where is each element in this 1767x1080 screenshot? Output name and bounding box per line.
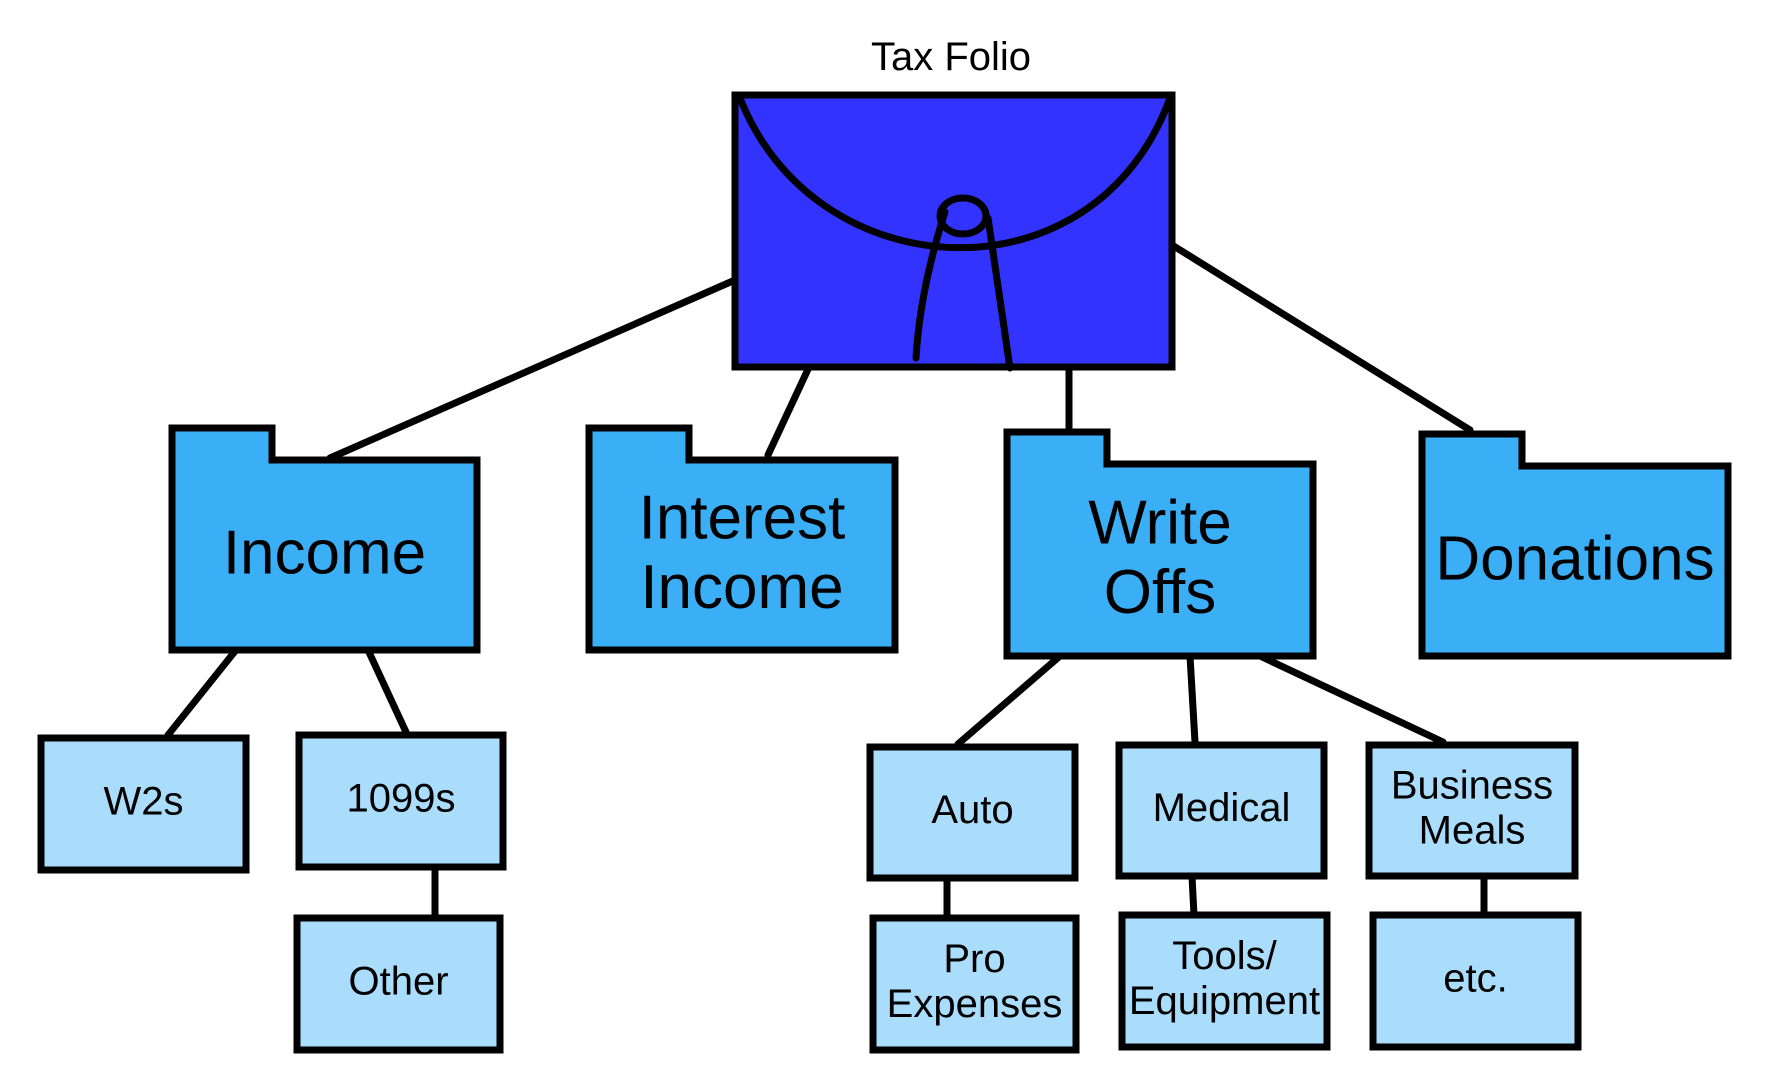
box-medical[interactable]: Medical <box>1115 741 1328 880</box>
box-shape <box>37 734 250 874</box>
folder-write-offs-label-line: Offs <box>1104 558 1217 627</box>
folder-income-label-line: Income <box>223 518 426 587</box>
connectors <box>164 241 1488 922</box>
box-other-label-line: Other <box>348 959 448 1003</box>
box-etc[interactable]: etc. <box>1369 911 1582 1051</box>
connector-income-w2s <box>164 646 240 739</box>
box-tools-equipment-label-line: Equipment <box>1129 979 1320 1023</box>
connector-write-offs-medical <box>1186 652 1199 746</box>
box-pro-expenses-label-line: Expenses <box>887 982 1063 1026</box>
folder-icon <box>168 424 481 654</box>
box-shape <box>1118 911 1331 1051</box>
folder-income[interactable]: Income <box>168 424 481 654</box>
folio-string-right <box>984 214 1014 372</box>
folder-icon <box>1418 430 1732 660</box>
box-1099s-label-line: 1099s <box>347 776 456 820</box>
box-etc-label-line: etc. <box>1443 956 1507 1000</box>
box-tools-equipment-label-line: Tools/ <box>1172 934 1277 978</box>
folio-string-left <box>912 208 949 362</box>
box-w2s[interactable]: W2s <box>37 734 250 874</box>
box-other[interactable]: Other <box>293 914 504 1054</box>
connector-folio-income <box>326 276 739 462</box>
connector-folio-interest-income <box>764 361 814 459</box>
box-auto[interactable]: Auto <box>866 743 1079 882</box>
folder-write-offs-label-line: Write <box>1088 489 1232 558</box>
box-shape <box>866 743 1079 882</box>
box-medical-label-line: Medical <box>1153 786 1291 830</box>
box-tools-equipment[interactable]: Tools/Equipment <box>1118 911 1331 1051</box>
connector-medical-tools-equipment <box>1188 872 1198 919</box>
box-business-meals-label-line: Meals <box>1419 808 1526 852</box>
box-pro-expenses-label-line: Pro <box>943 937 1005 981</box>
box-shape <box>1115 741 1328 880</box>
folder-interest-income-label-line: Income <box>640 553 843 622</box>
folder-donations-label-line: Donations <box>1435 524 1714 593</box>
folio-flap <box>736 94 1174 252</box>
tax-folio-title: Tax Folio <box>871 35 1031 79</box>
connector-write-offs-auto <box>954 652 1064 748</box>
box-shape <box>1369 911 1582 1051</box>
box-shape <box>1365 741 1579 880</box>
box-shape <box>293 914 504 1054</box>
connector-write-offs-business-meals <box>1256 652 1447 746</box>
box-business-meals-label-line: Business <box>1391 764 1553 808</box>
box-w2s-label-line: W2s <box>104 779 184 823</box>
box-auto-label-line: Auto <box>931 788 1013 832</box>
tax-folio-node: Tax Folio <box>731 35 1176 372</box>
box-1099s[interactable]: 1099s <box>295 731 507 871</box>
box-shape <box>869 914 1080 1054</box>
folder-icon <box>585 424 899 654</box>
folder-interest-income-label-line: Interest <box>639 484 846 553</box>
folder-donations[interactable]: Donations <box>1418 430 1732 660</box>
connector-folio-donations <box>1168 241 1474 434</box>
box-shape <box>295 731 507 871</box>
folder-icon <box>1003 428 1317 660</box>
connector-income-1099s <box>364 646 410 736</box>
